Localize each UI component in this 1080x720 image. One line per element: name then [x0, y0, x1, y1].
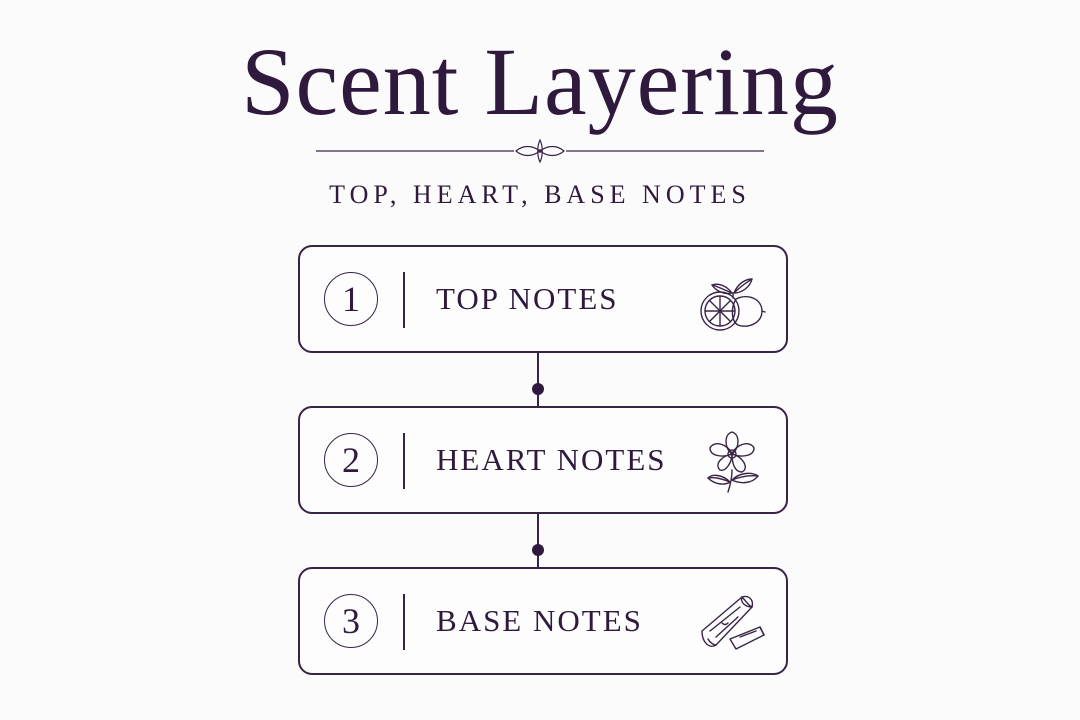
connector-dot [532, 544, 544, 556]
step-card-base-notes: 3 BASE NOTES [298, 567, 788, 675]
step-label: BASE NOTES [436, 603, 643, 638]
subtitle: TOP, HEART, BASE NOTES [329, 180, 751, 209]
step-card-top-notes: 1 TOP NOTES [298, 245, 788, 353]
wood-icon [696, 587, 768, 657]
step-label: TOP NOTES [436, 281, 619, 316]
card-separator [403, 433, 405, 489]
ornament-divider [316, 138, 764, 164]
page-title: Scent Layering [241, 28, 839, 135]
step-number: 2 [324, 433, 378, 487]
connector-dot [532, 383, 544, 395]
step-number: 3 [324, 594, 378, 648]
step-card-heart-notes: 2 HEART NOTES [298, 406, 788, 514]
step-number: 1 [324, 272, 378, 326]
citrus-icon [696, 265, 768, 335]
connector-line [537, 514, 539, 567]
flower-icon [696, 426, 768, 496]
connector-line [537, 353, 539, 406]
card-separator [403, 272, 405, 328]
card-separator [403, 594, 405, 650]
step-label: HEART NOTES [436, 442, 667, 477]
